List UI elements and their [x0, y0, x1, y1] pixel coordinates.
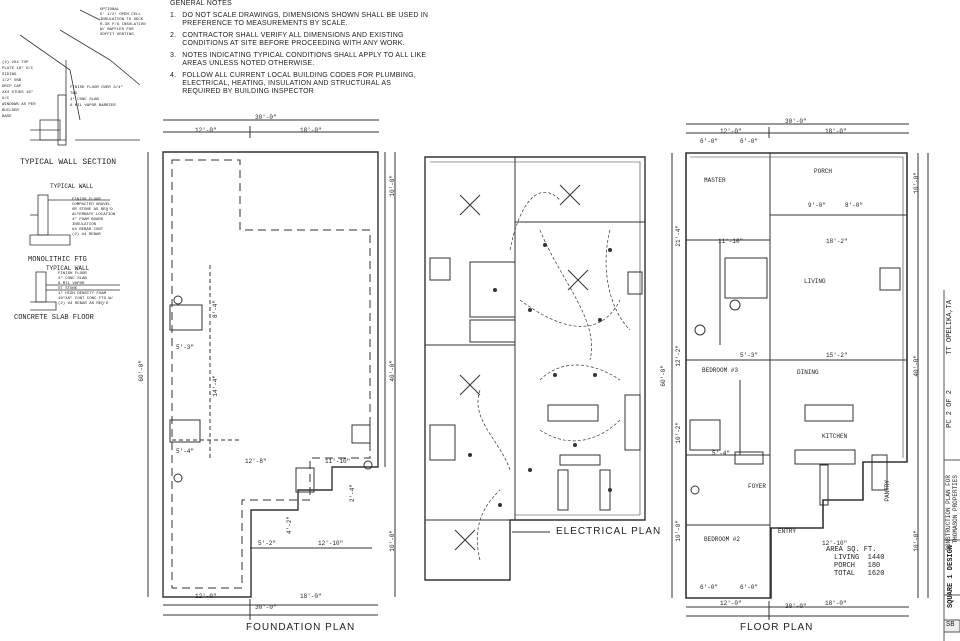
room-kitchen: KITCHEN	[822, 433, 848, 440]
fnd-dim-10a: 10'-0"	[389, 175, 396, 197]
fnd-dim-5-3: 5'-3"	[176, 344, 195, 351]
floor-inner-dim-5: 9'-0"	[808, 202, 827, 209]
wall-section-title: TYPICAL WALL SECTION	[20, 158, 117, 167]
note-item: 1.DO NOT SCALE DRAWINGS, DIMENSIONS SHOW…	[170, 12, 429, 27]
note-item: 4.FOLLOW ALL CURRENT LOCAL BUILDING CODE…	[170, 72, 416, 95]
fnd-dim-18: 18'-0"	[300, 127, 322, 134]
fnd-dim-2-4: 2'-4"	[349, 484, 356, 503]
floor-dim-bottom-6b: 6'-0"	[740, 584, 759, 591]
floor-dim-21-4: 21'-4"	[675, 225, 682, 247]
monolithic-title: MONOLITHIC FTG	[28, 256, 87, 264]
ceiling-fans	[454, 184, 589, 551]
floor-dim-bottom-12: 12'-0"	[720, 600, 742, 607]
floor-dim-top-6a: 6'-0"	[700, 138, 719, 145]
fnd-dim-11-10: 11'-10"	[325, 458, 351, 465]
floor-dim-10-0: 10'-0"	[675, 520, 682, 542]
typical-wall-label-2: TYPICAL WALL	[46, 265, 90, 272]
room-master: MASTER	[704, 177, 726, 184]
floor-inner-dim-7: 12'-10"	[822, 540, 848, 547]
titleblock-project-a: CONSTRUCTION PLAN FOR	[945, 475, 952, 551]
floor-dim-overall-top: 30'-0"	[785, 118, 807, 125]
electrical-plan-lines	[424, 156, 646, 581]
floor-plan-title: FLOOR PLAN	[740, 622, 814, 633]
fnd-dim-40: 40'-0"	[389, 360, 396, 382]
floor-dim-40: 40'-0"	[913, 355, 920, 377]
fnd-dim-10b: 10'-0"	[389, 530, 396, 552]
floor-dim-60: 60'-0"	[660, 365, 667, 387]
floor-dim-bottom-18: 18'-0"	[825, 600, 847, 607]
fnd-dim-14-4: 14'-4"	[212, 375, 219, 397]
floor-inner-dim-1: 11'-10"	[718, 238, 744, 245]
floor-dim-bottom-30: 30'-0"	[785, 603, 807, 610]
floor-inner-dim-8: 5'-4"	[712, 450, 731, 457]
fnd-dim-8-4: 8'-4"	[212, 300, 219, 319]
room-entry: ENTRY	[778, 528, 797, 535]
slab-title: CONCRETE SLAB FLOOR	[14, 314, 94, 322]
floor-dim-12-2: 12'-2"	[675, 345, 682, 367]
notes-header: GENERAL NOTES	[170, 0, 232, 7]
floor-dim-10b: 10'-0"	[913, 530, 920, 552]
room-dining: DINING	[797, 369, 819, 376]
floor-inner-dim-4: 5'-3"	[740, 352, 759, 359]
area-heading: AREA SQ. FT.	[826, 546, 877, 554]
room-bedroom-2: BEDROOM #2	[704, 536, 741, 543]
room-porch: PORCH	[814, 168, 833, 175]
fnd-dim-12: 12'-0"	[195, 127, 217, 134]
foundation-plan-lines	[147, 119, 396, 620]
titleblock-project-b: THOMASON PROPERTIES	[952, 475, 959, 544]
fnd-dim-12-8: 12'-8"	[245, 458, 267, 465]
floor-dim-10-2: 10'-2"	[675, 422, 682, 444]
area-row: PORCH 180	[834, 562, 881, 570]
typical-wall-label: TYPICAL WALL	[50, 183, 94, 190]
floor-plan-lines	[671, 123, 929, 620]
fnd-dim-bottom-18: 18'-0"	[300, 593, 322, 600]
floor-inner-dim-3: 15'-2"	[826, 352, 848, 359]
slab-detail	[30, 271, 120, 311]
floor-inner-dim-2: 18'-2"	[826, 238, 848, 245]
titleblock-sheet: PC 2 OF 2	[946, 390, 954, 428]
electrical-fixtures	[468, 243, 612, 507]
floor-dim-bottom-6a: 6'-0"	[700, 584, 719, 591]
note-item: 3.NOTES INDICATING TYPICAL CONDITIONS SH…	[170, 52, 427, 67]
floor-dim-top-12: 12'-0"	[720, 128, 742, 135]
room-foyer: FOYER	[748, 483, 767, 490]
floor-inner-dim-6: 8'-0"	[845, 202, 864, 209]
area-row: TOTAL 1620	[834, 570, 885, 578]
titleblock-company: SQUARE 1 DESIGN	[947, 545, 955, 609]
general-notes: GENERAL NOTES 1.DO NOT SCALE DRAWINGS, D…	[170, 0, 430, 100]
area-row: LIVING 1440	[834, 554, 885, 562]
fnd-dim-bottom-12: 12'-0"	[195, 593, 217, 600]
fnd-dim-overall-top: 30'-0"	[255, 114, 277, 121]
room-pantry: PANTRY	[884, 480, 891, 502]
wall-section-detail	[19, 9, 141, 146]
electrical-plan-title: ELECTRICAL PLAN	[556, 526, 662, 537]
foundation-plan-title: FOUNDATION PLAN	[246, 622, 356, 633]
room-living: LIVING	[804, 278, 826, 285]
fnd-dim-5-2: 5'-2"	[258, 540, 277, 547]
wiring-arcs	[476, 192, 631, 561]
fnd-dim-12-10: 12'-10"	[318, 540, 344, 547]
fnd-dim-bottom-30: 30'-0"	[255, 604, 277, 611]
fnd-dim-5-4: 5'-4"	[176, 448, 195, 455]
note-item: 2.CONTRACTOR SHALL VERIFY ALL DIMENSIONS…	[170, 32, 405, 47]
area-table: AREA SQ. FT. LIVING 1440 PORCH 180 TOTAL…	[826, 546, 884, 578]
titleblock-location: TT OPELIKA,TA	[946, 300, 954, 355]
fnd-dim-4-2: 4'-2"	[286, 516, 293, 535]
floor-dim-top-18: 18'-0"	[825, 128, 847, 135]
floor-dim-top-6b: 6'-0"	[740, 138, 759, 145]
floor-dim-10a: 10'-0"	[913, 172, 920, 194]
room-bedroom-3: BEDROOM #3	[702, 367, 739, 374]
monolithic-ftg-detail	[29, 194, 110, 246]
fnd-dim-60: 60'-0"	[138, 360, 145, 382]
titleblock-tag: SB	[946, 621, 955, 629]
